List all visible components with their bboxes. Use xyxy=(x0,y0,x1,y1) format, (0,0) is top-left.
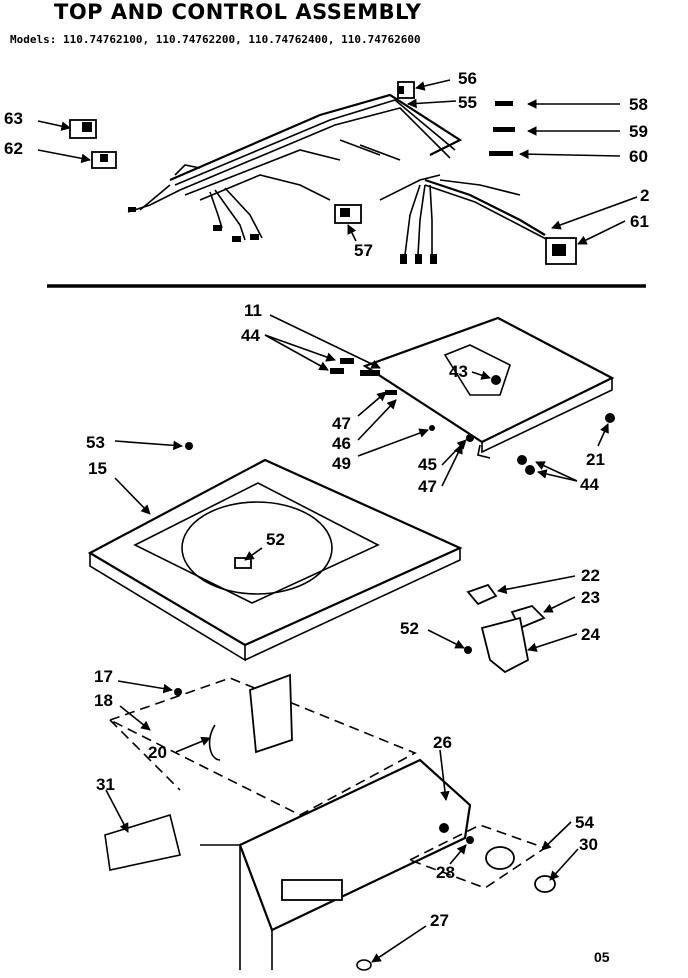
callout-58: 58 xyxy=(629,95,648,114)
callout-18: 18 xyxy=(94,691,113,710)
wiring-harness xyxy=(69,81,577,265)
lid-switch-parts xyxy=(464,583,546,674)
callout-26: 26 xyxy=(433,733,452,752)
page-code: 05 xyxy=(594,949,610,965)
callout-43: 43 xyxy=(449,362,468,381)
callout-30: 30 xyxy=(579,835,598,854)
callout-46: 46 xyxy=(332,434,351,453)
callout-62: 62 xyxy=(4,139,23,158)
control-panel-top xyxy=(330,316,615,475)
callout-27: 27 xyxy=(430,911,449,930)
callout-17: 17 xyxy=(94,667,113,686)
callout-24: 24 xyxy=(581,625,600,644)
callout-47-right: 47 xyxy=(418,477,437,496)
callout-44-top: 44 xyxy=(241,326,260,345)
callout-55: 55 xyxy=(458,93,477,112)
callout-52-switch: 52 xyxy=(400,619,419,638)
page-title: TOP AND CONTROL ASSEMBLY xyxy=(54,0,422,24)
callout-31: 31 xyxy=(96,775,115,794)
callout-15: 15 xyxy=(88,459,107,478)
callout-54: 54 xyxy=(575,813,594,832)
callout-47-left: 47 xyxy=(332,414,351,433)
callout-56: 56 xyxy=(458,69,477,88)
callout-60: 60 xyxy=(629,147,648,166)
callout-labels: 56 55 58 63 59 62 60 2 61 57 11 44 43 47… xyxy=(4,69,649,965)
callout-44-bottom: 44 xyxy=(580,475,599,494)
callout-28: 28 xyxy=(436,863,455,882)
callout-22: 22 xyxy=(581,566,600,585)
callout-57: 57 xyxy=(354,241,373,260)
callout-52-tub: 52 xyxy=(266,530,285,549)
callout-11: 11 xyxy=(244,301,262,320)
callout-23: 23 xyxy=(581,588,600,607)
callout-49: 49 xyxy=(332,454,351,473)
washer-top-panel xyxy=(87,442,463,662)
console-and-cabinet xyxy=(104,673,556,971)
callout-45: 45 xyxy=(418,455,437,474)
callout-61: 61 xyxy=(630,212,649,231)
model-numbers: Models: 110.74762100, 110.74762200, 110.… xyxy=(10,33,421,46)
callout-53: 53 xyxy=(86,433,105,452)
callout-20: 20 xyxy=(148,743,167,762)
callout-21: 21 xyxy=(586,450,605,469)
callout-2: 2 xyxy=(640,186,649,205)
callout-59: 59 xyxy=(629,122,648,141)
leader-lines xyxy=(37,79,638,963)
callout-63: 63 xyxy=(4,109,23,128)
